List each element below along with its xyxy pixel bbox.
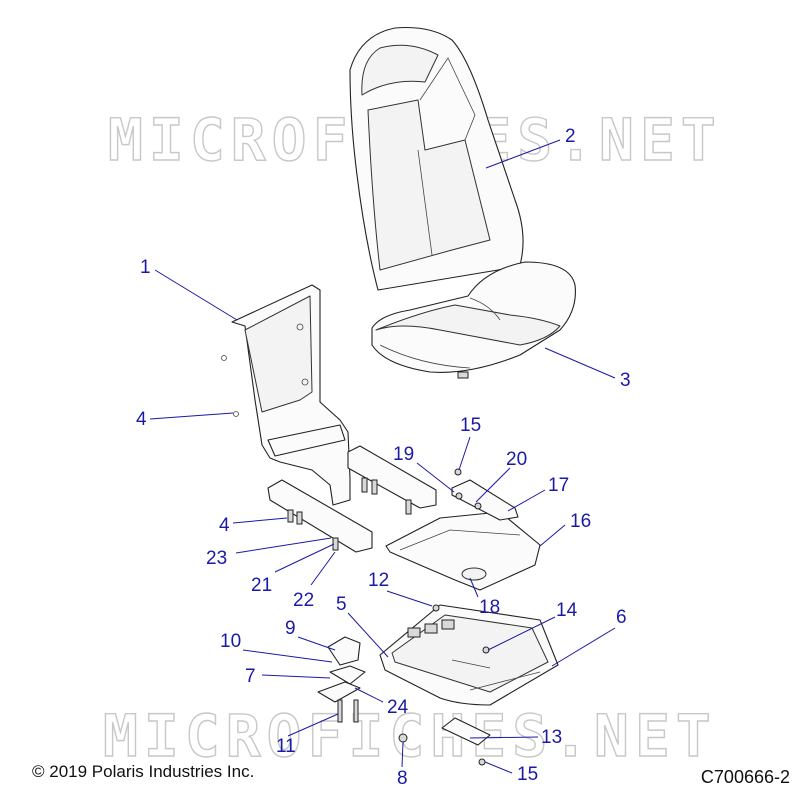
callout-3: 3 (620, 370, 631, 391)
slider-bracket (451, 479, 519, 521)
callout-4-upper: 4 (136, 409, 147, 430)
callout-23: 23 (206, 548, 227, 569)
callout-14: 14 (556, 600, 578, 621)
callout-8: 8 (397, 768, 408, 789)
latch-assembly (317, 636, 366, 703)
callout-6: 6 (616, 607, 627, 628)
callout-24: 24 (387, 697, 409, 718)
callout-2: 2 (565, 126, 576, 147)
callout-22: 22 (293, 590, 314, 611)
callout-5: 5 (336, 594, 347, 615)
callout-10: 10 (220, 631, 241, 652)
seat (349, 26, 576, 379)
callout-4-lower: 4 (219, 515, 230, 536)
callout-12: 12 (368, 570, 389, 591)
callout-labels: 1 2 3 4 4 5 6 7 8 9 10 11 12 13 14 15 15… (136, 126, 631, 789)
mounting-plate (385, 511, 541, 591)
callout-1: 1 (140, 257, 151, 278)
callout-11: 11 (276, 736, 296, 757)
callout-16: 16 (570, 511, 591, 532)
callout-17: 17 (548, 475, 569, 496)
watermark-bottom: MICROFICHES.NET (103, 702, 717, 770)
callout-13: 13 (541, 727, 562, 748)
callout-7: 7 (245, 666, 256, 687)
callout-15-lower: 15 (517, 764, 538, 785)
callout-21: 21 (251, 575, 272, 596)
seat-frame (221, 284, 437, 553)
callout-20: 20 (506, 449, 527, 470)
callout-19: 19 (393, 444, 414, 465)
callout-9: 9 (285, 618, 296, 639)
drawing-number: C700666-2 (700, 767, 790, 787)
leader-lines (149, 139, 616, 774)
seat-base (379, 604, 559, 706)
callout-18: 18 (479, 597, 500, 618)
callout-15-upper: 15 (460, 415, 481, 436)
copyright-notice: © 2019 Polaris Industries Inc. (32, 762, 255, 781)
